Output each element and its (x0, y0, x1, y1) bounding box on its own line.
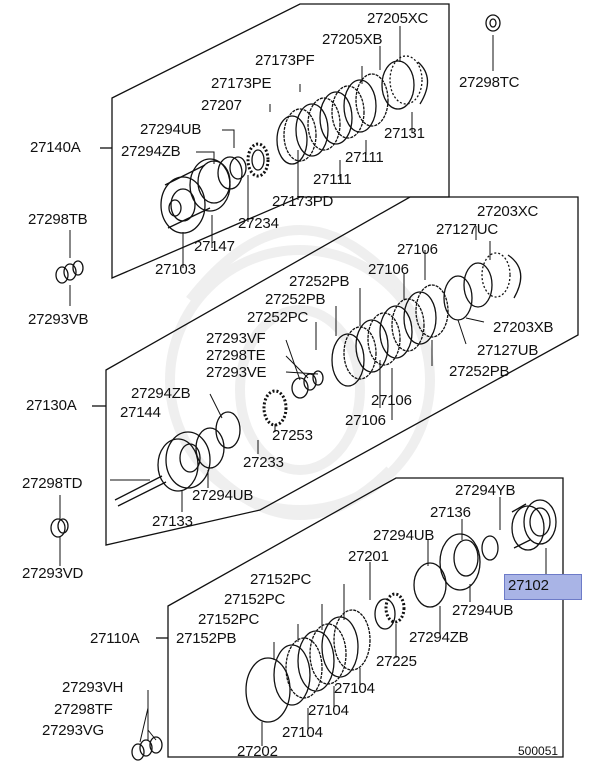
callout-27252pb-2[interactable]: 27252PB (265, 291, 326, 308)
bearing-27253 (262, 389, 288, 427)
clutch-pack-27111 (276, 73, 389, 165)
retainer-27102 (511, 499, 557, 551)
hub-27225 (374, 592, 406, 630)
callout-27106-4[interactable]: 27106 (345, 412, 386, 429)
drum-27103 (160, 158, 231, 234)
callout-27293ve[interactable]: 27293VE (206, 364, 267, 381)
callout-27298tb[interactable]: 27298TB (28, 211, 88, 228)
hub-27127ub (443, 252, 522, 321)
clutch-pack-27106 (331, 284, 449, 387)
section-box-27130a (105, 196, 579, 546)
callout-27293vh[interactable]: 27293VH (62, 679, 124, 696)
snap-ring-27298tc (485, 14, 501, 32)
section-box-27110a (167, 477, 564, 758)
callout-27102[interactable]: 27102 (508, 577, 549, 594)
callout-27298te[interactable]: 27298TE (206, 347, 266, 364)
piston-27136 (439, 533, 481, 591)
callout-27106-2[interactable]: 27106 (368, 261, 409, 278)
clutch-pack-27104 (273, 609, 371, 706)
callout-27106-3[interactable]: 27106 (371, 392, 412, 409)
callout-27173pf[interactable]: 27173PF (255, 52, 315, 69)
snap-ring-27202 (245, 657, 291, 723)
callout-27233[interactable]: 27233 (243, 454, 284, 471)
callout-27136[interactable]: 27136 (430, 504, 471, 521)
callout-27203xb[interactable]: 27203XB (493, 319, 554, 336)
callout-27298tc[interactable]: 27298TC (459, 74, 520, 91)
callout-27252pb-3[interactable]: 27252PB (449, 363, 510, 380)
callout-27110a[interactable]: 27110A (90, 630, 140, 647)
callout-27104-3[interactable]: 27104 (282, 724, 323, 741)
callout-27152pc-1[interactable]: 27152PC (250, 571, 312, 588)
callout-27294ub-4[interactable]: 27294UB (452, 602, 514, 619)
callout-27234[interactable]: 27234 (238, 215, 279, 232)
highlight-27102[interactable] (504, 574, 582, 600)
callout-27133[interactable]: 27133 (152, 513, 193, 530)
callout-27205xc[interactable]: 27205XC (367, 10, 429, 27)
seal-27294yb (481, 535, 499, 561)
callout-27252pb-1[interactable]: 27252PB (289, 273, 350, 290)
callout-27152pc-2[interactable]: 27152PC (224, 591, 286, 608)
washers-27293vh (131, 736, 163, 761)
callout-27111-2[interactable]: 27111 (313, 171, 352, 188)
callout-27207[interactable]: 27207 (201, 97, 242, 114)
callout-27252pc[interactable]: 27252PC (247, 309, 309, 326)
callout-27253[interactable]: 27253 (272, 427, 313, 444)
callout-27293vb[interactable]: 27293VB (28, 311, 89, 328)
callout-27173pd[interactable]: 27173PD (272, 193, 334, 210)
callout-27201[interactable]: 27201 (348, 548, 389, 565)
callout-27104-1[interactable]: 27104 (334, 680, 375, 697)
callout-27106-1[interactable]: 27106 (397, 241, 438, 258)
callout-27294zb-1[interactable]: 27294ZB (121, 143, 181, 160)
shaft-27133 (114, 427, 225, 507)
seal-27294zb (413, 562, 447, 608)
callout-27205xb[interactable]: 27205XB (322, 31, 383, 48)
callout-27298tf[interactable]: 27298TF (54, 701, 113, 718)
bearing-27234 (246, 142, 270, 178)
washers-27298tb (55, 260, 84, 284)
callout-27294zb-3[interactable]: 27294ZB (409, 629, 469, 646)
callout-27294zb-2[interactable]: 27294ZB (131, 385, 191, 402)
callout-27293vd[interactable]: 27293VD (22, 565, 84, 582)
callout-27293vf[interactable]: 27293VF (206, 330, 266, 347)
callout-27202[interactable]: 27202 (237, 743, 278, 760)
callout-27111-1[interactable]: 27111 (345, 149, 384, 166)
callout-27294ub-3[interactable]: 27294UB (373, 527, 435, 544)
callout-27225[interactable]: 27225 (376, 653, 417, 670)
small-rings-27293 (291, 370, 324, 399)
callout-27152pb[interactable]: 27152PB (176, 630, 237, 647)
callout-27294yb[interactable]: 27294YB (455, 482, 516, 499)
callout-27294ub-2[interactable]: 27294UB (192, 487, 254, 504)
callout-27127uc[interactable]: 27127UC (436, 221, 498, 238)
callout-27298td[interactable]: 27298TD (22, 475, 83, 492)
callout-27104-2[interactable]: 27104 (308, 702, 349, 719)
callout-27144[interactable]: 27144 (120, 404, 161, 421)
callout-27152pc-3[interactable]: 27152PC (198, 611, 260, 628)
callout-27173pe[interactable]: 27173PE (211, 75, 272, 92)
hub-27131 (381, 55, 429, 110)
callout-27130a[interactable]: 27130A (26, 397, 77, 414)
callout-27131[interactable]: 27131 (384, 125, 425, 142)
callout-27293vg[interactable]: 27293VG (42, 722, 104, 739)
callout-27127ub[interactable]: 27127UB (477, 342, 539, 359)
callout-27203xc[interactable]: 27203XC (477, 203, 539, 220)
plate-27294zb (215, 411, 241, 449)
callout-27294ub-1[interactable]: 27294UB (140, 121, 202, 138)
callout-27147[interactable]: 27147 (194, 238, 235, 255)
seal-rings-27294 (217, 156, 247, 190)
callout-27103[interactable]: 27103 (155, 261, 196, 278)
callout-27140a[interactable]: 27140A (30, 139, 81, 156)
diagram-code: 500051 (518, 744, 559, 758)
washers-27298td (50, 518, 69, 538)
